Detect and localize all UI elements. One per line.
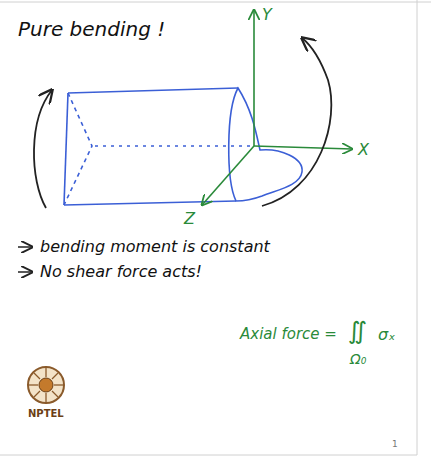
page-edge xyxy=(0,455,417,456)
axis-label: Z xyxy=(184,210,195,228)
axis-label: Y xyxy=(262,6,272,24)
equation-text: Axial force = xyxy=(240,326,337,343)
nptel-logo xyxy=(28,367,64,403)
logo-text: NPTEL xyxy=(28,408,64,419)
axis-label: X xyxy=(358,141,369,159)
integral-domain: Ω₀ xyxy=(350,352,366,367)
page-number: 1 xyxy=(392,440,398,450)
bullet-arrow xyxy=(18,247,32,272)
integral-sign: ∬ xyxy=(348,318,367,344)
axes xyxy=(202,10,352,205)
note-text: No shear force acts! xyxy=(40,263,202,281)
equation-text: σₓ xyxy=(378,326,395,344)
page-edge xyxy=(0,2,431,3)
note-text: bending moment is constant xyxy=(40,238,270,256)
page-edge xyxy=(417,0,418,455)
moment-arrow xyxy=(34,90,52,208)
page-title: Pure bending ! xyxy=(18,18,165,40)
moment-arrow xyxy=(262,38,331,206)
